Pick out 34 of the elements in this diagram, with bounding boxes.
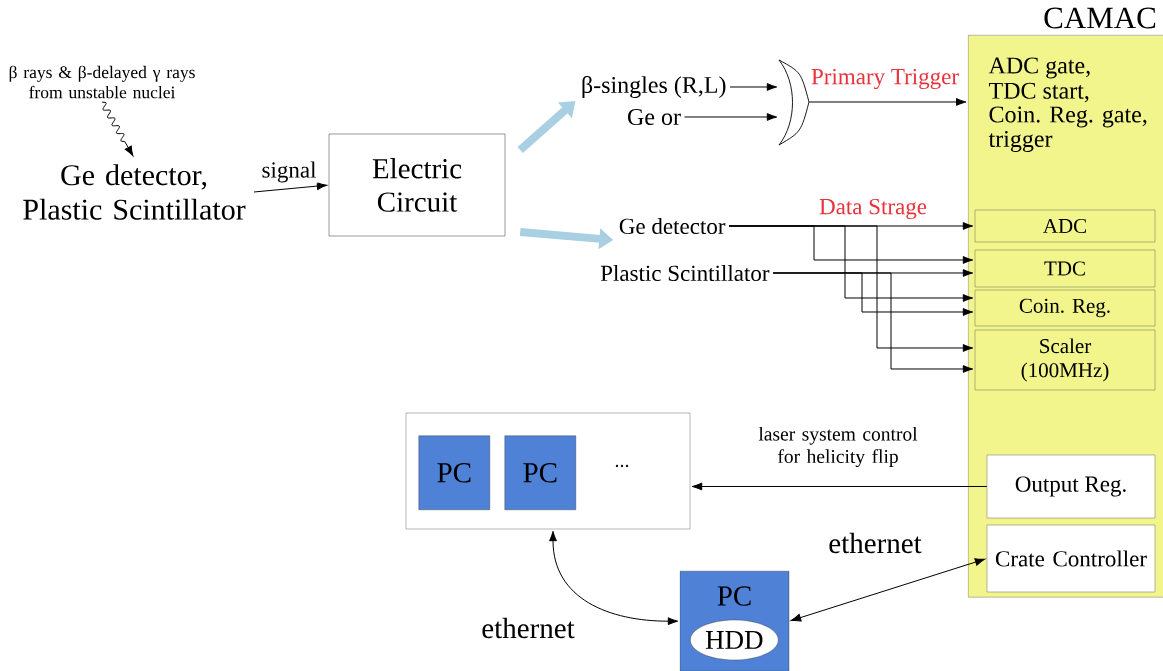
signal-label: Ge detector	[619, 217, 726, 235]
arrow	[790, 558, 986, 622]
arrow	[253, 182, 328, 193]
module-box: Crate Controller	[986, 524, 1156, 593]
arrow	[101, 101, 134, 157]
module-box: Coin. Reg.	[974, 289, 1156, 327]
signal-label: Ge or	[628, 108, 681, 126]
edge-label: Data Strage	[818, 197, 928, 221]
edge-label: signal	[260, 160, 318, 184]
or-gate	[778, 59, 810, 146]
node-label: CAMAC	[1044, 7, 1156, 29]
module-box: Output Reg.	[986, 454, 1156, 519]
edge-label: Primary Trigger	[810, 67, 960, 91]
arrow	[728, 225, 974, 352]
arrow	[549, 530, 679, 626]
edge-label: ethernet	[827, 531, 923, 555]
arrow	[691, 482, 988, 491]
arrow	[772, 272, 974, 373]
pc-box: PC	[504, 435, 576, 510]
arrow	[729, 83, 778, 91]
detector-label: Ge detector, Plastic Scintillator	[23, 164, 246, 220]
pc-box: PC	[418, 435, 490, 510]
source-text: β rays & β-delayed γ rays from unstable nuclei	[9, 65, 195, 99]
circuit-box: Electric Circuit	[328, 133, 506, 237]
signal-label: β-singles (R,L)	[582, 75, 726, 99]
arrow	[808, 98, 967, 106]
edge-label: laser system control for helicity flip	[748, 425, 928, 469]
arrow	[684, 113, 778, 121]
module-box: ADC	[974, 209, 1156, 243]
ellipsis-text: ...	[615, 464, 629, 468]
module-box: TDC	[974, 249, 1156, 288]
edge-label: ethernet	[480, 616, 576, 640]
signal-label: Plastic Scintillator	[600, 264, 770, 282]
module-box: Scaler (100MHz)	[974, 329, 1156, 391]
